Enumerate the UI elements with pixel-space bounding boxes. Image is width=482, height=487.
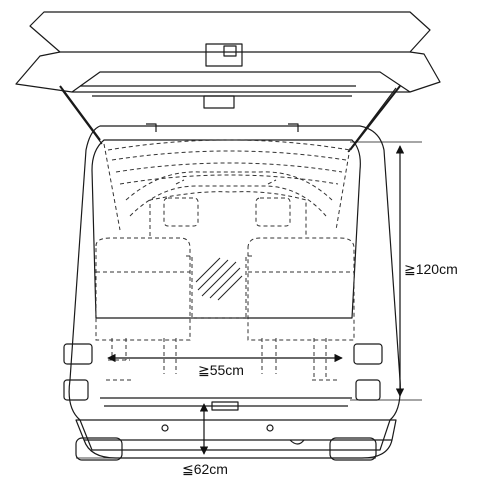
- height-label: ≧120cm: [404, 261, 458, 277]
- sill-height-label: ≦62cm: [182, 461, 228, 477]
- height-dimension: [350, 141, 422, 401]
- interior-dashed: [95, 139, 355, 381]
- sill-height-dimension: [76, 403, 376, 459]
- van-body: [63, 123, 401, 461]
- tailgate: [15, 11, 441, 153]
- width-label: ≧55cm: [198, 362, 244, 378]
- window-hatch: [195, 257, 243, 301]
